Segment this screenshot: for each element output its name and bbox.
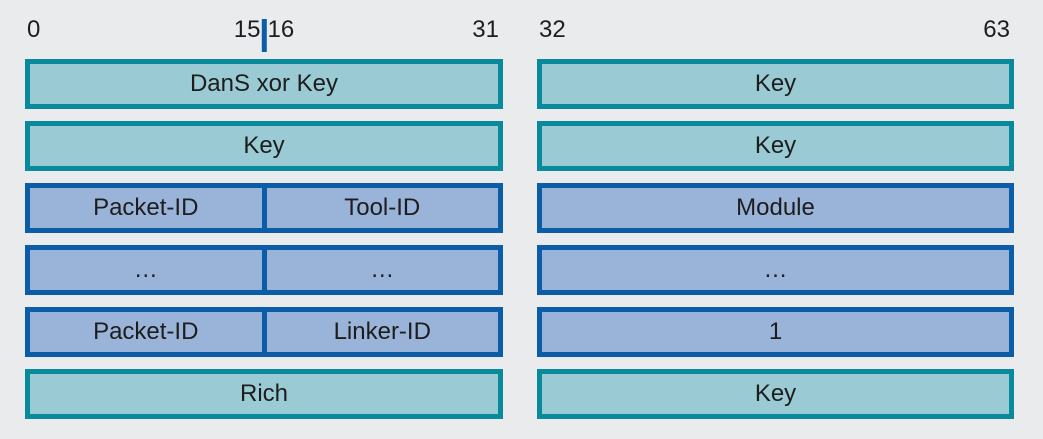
field-key-right-1: Key <box>537 59 1014 109</box>
field-packetid-toolid: Packet-ID Tool-ID <box>25 183 503 233</box>
field-key-right-2: Key <box>537 121 1014 171</box>
field-dans-xor-key: DanS xor Key <box>25 59 503 109</box>
bit-label-31: 31 <box>472 16 499 43</box>
bit-ruler-left: 0 15 16 31 <box>25 0 503 59</box>
bit-label-32: 32 <box>539 16 566 43</box>
bit-label-15-16: 15 16 <box>234 17 294 52</box>
field-label: Key <box>754 70 797 97</box>
bit-label-0: 0 <box>27 16 41 43</box>
field-count-1: 1 <box>537 307 1014 357</box>
dword-column-bits-32-63: 32 63 Key Key Module … 1 Key <box>537 0 1014 431</box>
field-label-ellipsis: … <box>261 250 499 290</box>
field-ellipsis-left: … … <box>25 245 503 295</box>
field-key-right-3: Key <box>537 369 1014 419</box>
field-label: Key <box>754 380 797 407</box>
field-label-packet-id: Packet-ID <box>93 194 199 221</box>
field-label-ellipsis: … <box>763 256 788 283</box>
field-label: Module <box>736 194 815 221</box>
field-rich: Rich <box>25 369 503 419</box>
bit-label-16: 16 <box>267 16 295 43</box>
field-module: Module <box>537 183 1014 233</box>
field-packetid-linkerid: Packet-ID Linker-ID <box>25 307 503 357</box>
bit-label-63: 63 <box>983 16 1010 43</box>
bit-ruler-right: 32 63 <box>537 0 1014 59</box>
field-label: 1 <box>768 318 783 345</box>
bit-label-15: 15 <box>233 16 261 43</box>
bit-boundary-tick <box>261 19 267 52</box>
field-key-left-2: Key <box>25 121 503 171</box>
field-label-tool-id: Tool-ID <box>261 188 499 228</box>
field-label: Key <box>754 132 797 159</box>
field-label: Rich <box>239 380 288 407</box>
field-label: DanS xor Key <box>189 70 339 97</box>
field-label-linker-id: Linker-ID <box>261 312 499 352</box>
field-label-packet-id: Packet-ID <box>93 318 199 345</box>
field-label-ellipsis: … <box>133 256 158 283</box>
field-label: Key <box>243 132 285 159</box>
dword-column-bits-0-31: 0 15 16 31 DanS xor Key Key Packet-ID To… <box>25 0 503 431</box>
field-ellipsis-right: … <box>537 245 1014 295</box>
